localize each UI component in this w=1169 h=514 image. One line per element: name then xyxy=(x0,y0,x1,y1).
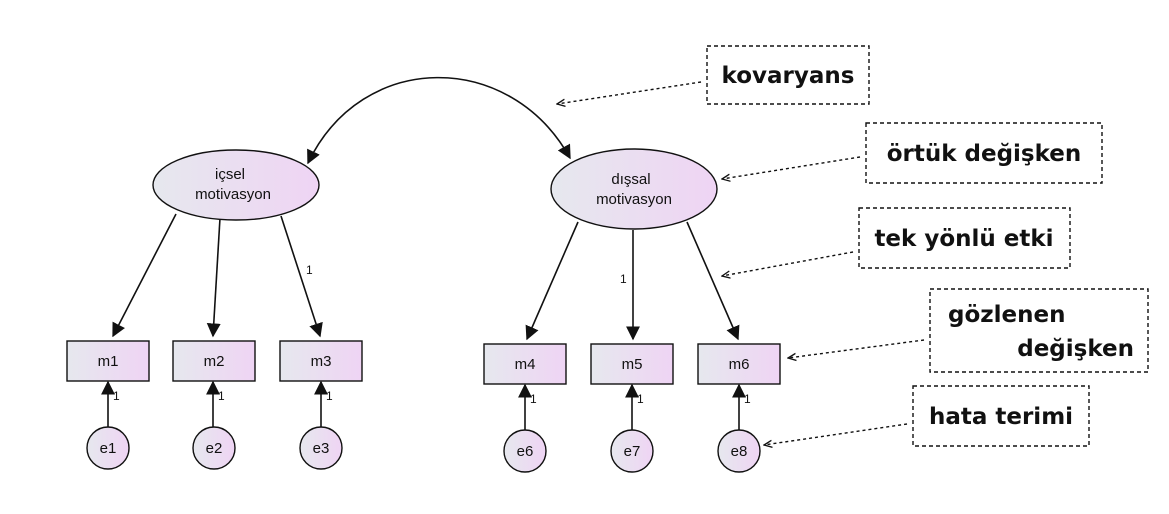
error-e8 xyxy=(717,429,761,473)
path-icsel-m2 xyxy=(206,217,221,338)
observed-m4-label: m4 xyxy=(515,356,536,373)
pointer-covariance xyxy=(557,81,702,104)
callout-box-latent xyxy=(865,122,1103,184)
path-dissal-m6 xyxy=(686,221,740,341)
observed-m6-label: m6 xyxy=(729,356,750,373)
callout-directional-effect: tek yönlü etki xyxy=(874,226,1053,252)
error-e2-label: e2 xyxy=(206,440,223,457)
error-e2 xyxy=(192,426,236,470)
error-loading-label-e8: 1 xyxy=(744,392,751,406)
error-e8-label: e8 xyxy=(731,443,748,460)
error-e6 xyxy=(503,429,547,473)
observed-m3-label: m3 xyxy=(311,353,332,370)
error-e6-label: e6 xyxy=(517,443,534,460)
pointer-observed xyxy=(788,339,925,358)
observed-m6 xyxy=(697,343,781,385)
observed-m3 xyxy=(279,340,363,382)
callout-latent-variable: örtük değişken xyxy=(887,141,1082,167)
callout-observed-variable-line1: gözlenen xyxy=(948,302,1065,328)
pointer-directional xyxy=(722,251,854,276)
error-loading-label-e6: 1 xyxy=(530,392,537,406)
callout-box-error xyxy=(912,385,1090,447)
latent-icsel-label1: içsel xyxy=(215,166,245,183)
observed-m4 xyxy=(483,343,567,385)
callout-box-covariance xyxy=(706,45,870,105)
callout-box-observed xyxy=(929,288,1149,373)
covariance-arrow xyxy=(307,76,571,165)
latent-dissal xyxy=(550,148,718,230)
error-e1 xyxy=(86,426,130,470)
error-loading-label-e3: 1 xyxy=(326,389,333,403)
latent-icsel-label2: motivasyon xyxy=(195,186,271,203)
error-loading-label-e2: 1 xyxy=(218,389,225,403)
callout-box-directional xyxy=(858,207,1071,269)
observed-m1-label: m1 xyxy=(98,353,119,370)
latent-dissal-label1: dışsal xyxy=(611,171,650,188)
latent-dissal-label2: motivasyon xyxy=(596,191,672,208)
observed-m2-label: m2 xyxy=(204,353,225,370)
error-e3-label: e3 xyxy=(313,440,330,457)
observed-m5 xyxy=(590,343,674,385)
callout-observed-variable-line2: değişken xyxy=(1017,336,1134,362)
error-e7 xyxy=(610,429,654,473)
loading-label-m3: 1 xyxy=(306,263,313,277)
pointer-latent xyxy=(722,156,861,179)
error-loading-label-e7: 1 xyxy=(637,392,644,406)
error-e1-label: e1 xyxy=(100,440,117,457)
path-icsel-m1 xyxy=(112,213,177,338)
observed-m1 xyxy=(66,340,150,382)
loading-label-m5: 1 xyxy=(620,272,627,286)
callout-covariance: kovaryans xyxy=(722,63,855,89)
pointer-error xyxy=(764,423,908,445)
latent-icsel xyxy=(152,149,320,221)
path-icsel-m3 xyxy=(280,215,323,338)
observed-m2 xyxy=(172,340,256,382)
error-loading-label-e1: 1 xyxy=(113,389,120,403)
error-e3 xyxy=(299,426,343,470)
error-e7-label: e7 xyxy=(624,443,641,460)
path-dissal-m4 xyxy=(525,221,579,341)
callout-error-term: hata terimi xyxy=(929,404,1073,430)
observed-m5-label: m5 xyxy=(622,356,643,373)
